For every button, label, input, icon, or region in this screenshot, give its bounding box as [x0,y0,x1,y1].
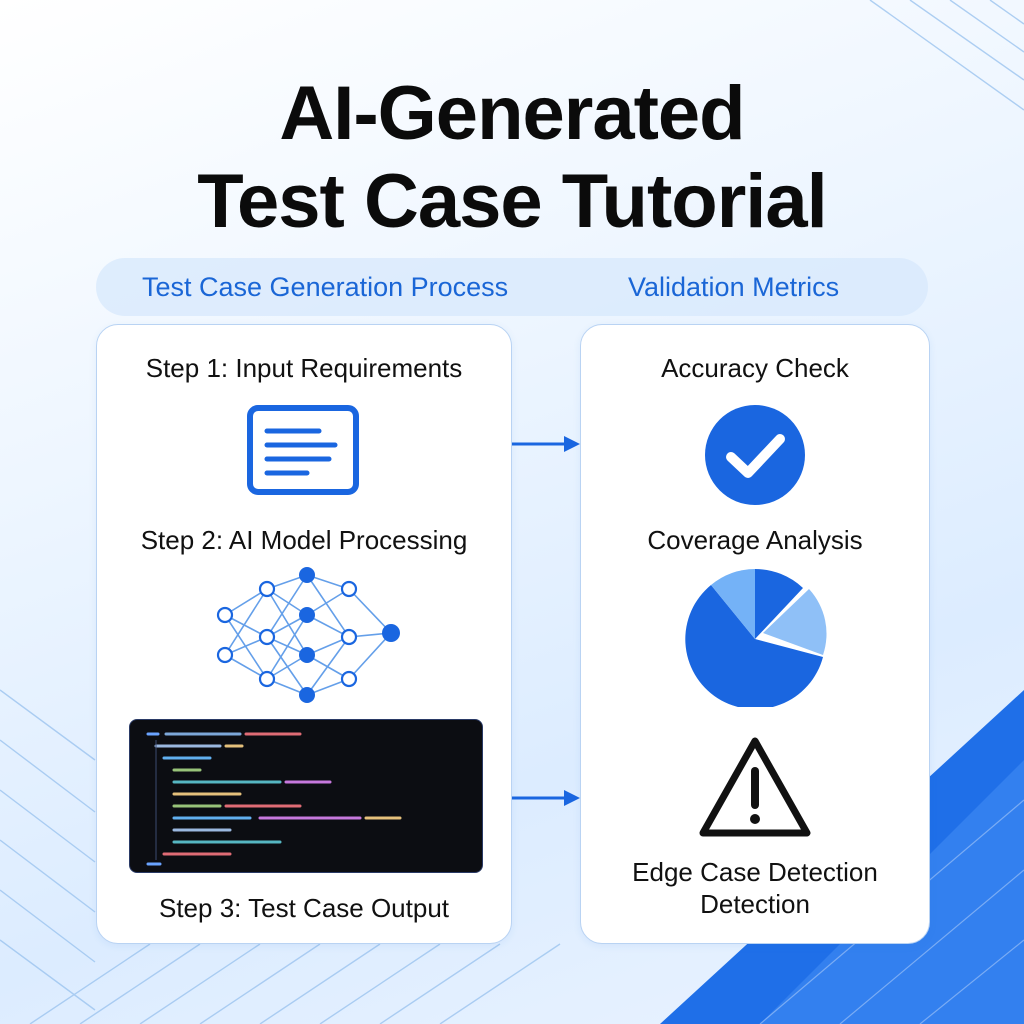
page-title: AI-Generated Test Case Tutorial [0,70,1024,246]
step-3-label: Step 3: Test Case Output [158,893,450,923]
neural-network-icon [216,567,400,703]
coverage-analysis-label: Coverage Analysis [647,525,863,555]
step-2-label: Step 2: AI Model Processing [140,525,468,555]
metrics-section-heading: Validation Metrics [628,272,840,302]
arrow-right-icon [512,436,580,452]
pie-chart-icon [685,569,827,707]
title-line-1: AI-Generated [279,71,745,156]
edge-case-detection-label-line-2: Detection [700,889,810,919]
code-output-icon [129,719,483,873]
metrics-panel: Accuracy Check Coverage Analysis Edge Ca… [580,324,930,944]
process-panel: Step 1: Input Requirements Step 2: AI Mo… [96,324,512,944]
edge-case-detection-label: Edge Case Detection [632,857,878,887]
warning-icon [699,737,811,837]
title-line-2: Test Case Tutorial [197,159,828,244]
process-section-heading: Test Case Generation Process [142,272,509,302]
section-header-bar: Test Case Generation Process Validation … [96,258,928,316]
checkmark-icon [705,405,805,505]
accuracy-check-label: Accuracy Check [661,353,849,383]
arrow-right-icon [512,790,580,806]
document-icon [247,405,359,495]
step-1-label: Step 1: Input Requirements [145,353,463,383]
